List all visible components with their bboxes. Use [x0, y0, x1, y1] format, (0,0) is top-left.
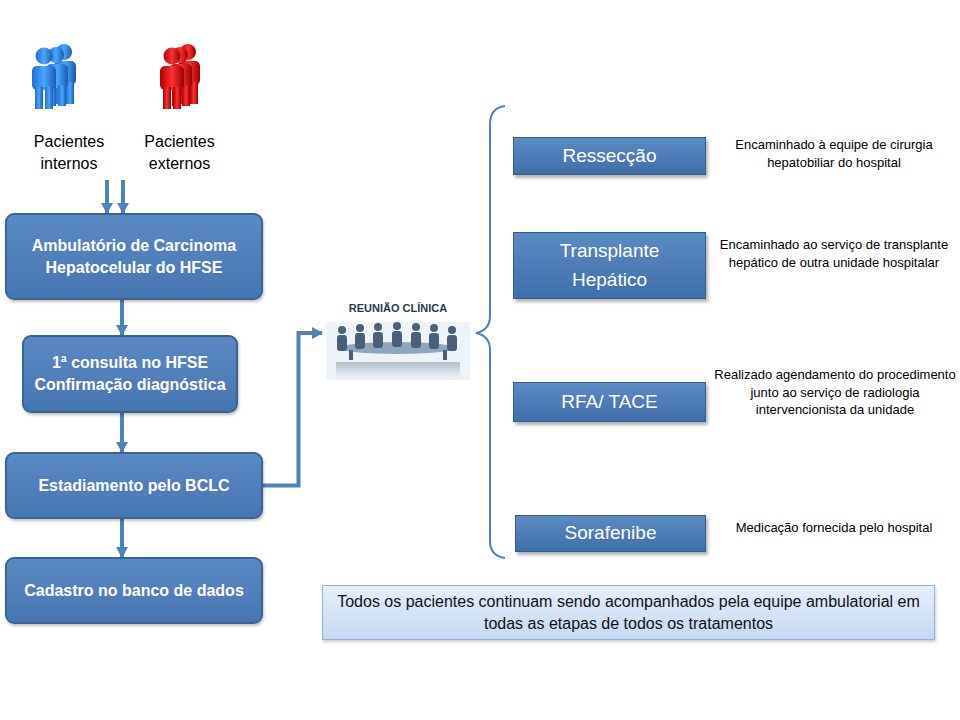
patient-group: Pacientes internos	[8, 128, 130, 178]
flow-arrow	[105, 180, 109, 213]
flow-arrow	[120, 413, 124, 452]
treatment-box: Sorafenibe	[515, 515, 706, 552]
node-text: 1ª consulta no HFSE Confirmação diagnóst…	[32, 352, 228, 395]
node-text: Estadiamento pelo BCLC	[38, 475, 229, 497]
note-text: Encaminhado à equipe de cirurgia hepatob…	[712, 136, 956, 171]
note-text: Encaminhado ao serviço de transplante he…	[712, 236, 956, 271]
node-text: Sorafenibe	[565, 519, 657, 548]
node-text: RFA/ TACE	[561, 388, 657, 417]
note-text: Medicação fornecida pelo hospital	[712, 519, 956, 537]
node-text: Cadastro no banco de dados	[24, 580, 244, 602]
bracket	[476, 106, 505, 558]
note-box: Todos os pacientes continuam sendo acomp…	[322, 585, 935, 640]
node-text: Ambulatório de Carcinoma Hepatocelular d…	[15, 235, 253, 278]
process-box: Cadastro no banco de dados	[5, 557, 263, 624]
node-text: Transplante Hepático	[522, 237, 697, 294]
patient-group: Pacientes externos	[118, 128, 241, 178]
node-text: REUNIÃO CLÍNICA	[346, 302, 450, 314]
node-text: Todos os pacientes continuam sendo acomp…	[335, 591, 922, 634]
process-box: Estadiamento pelo BCLC	[5, 452, 263, 519]
process-box: 1ª consulta no HFSE Confirmação diagnóst…	[22, 335, 238, 413]
process-box: Ambulatório de Carcinoma Hepatocelular d…	[5, 213, 263, 300]
flow-arrow	[121, 180, 125, 213]
node-text: Ressecção	[563, 142, 657, 171]
meeting-illustration	[326, 322, 470, 380]
people-icon-red	[160, 44, 200, 109]
meeting-node: REUNIÃO CLÍNICA	[322, 296, 474, 386]
flow-arrow	[120, 519, 124, 557]
treatment-box: Transplante Hepático	[513, 232, 706, 299]
node-text: Pacientes externos	[118, 131, 241, 174]
treatment-box: Ressecção	[513, 137, 706, 175]
flow-arrow	[120, 300, 124, 335]
flow-arrow	[263, 333, 322, 486]
treatment-box: RFA/ TACE	[513, 382, 706, 422]
people-icon-blue	[32, 44, 76, 109]
node-text: Pacientes internos	[8, 131, 130, 174]
note-text: Realizado agendamento do procedimento ju…	[712, 366, 958, 419]
